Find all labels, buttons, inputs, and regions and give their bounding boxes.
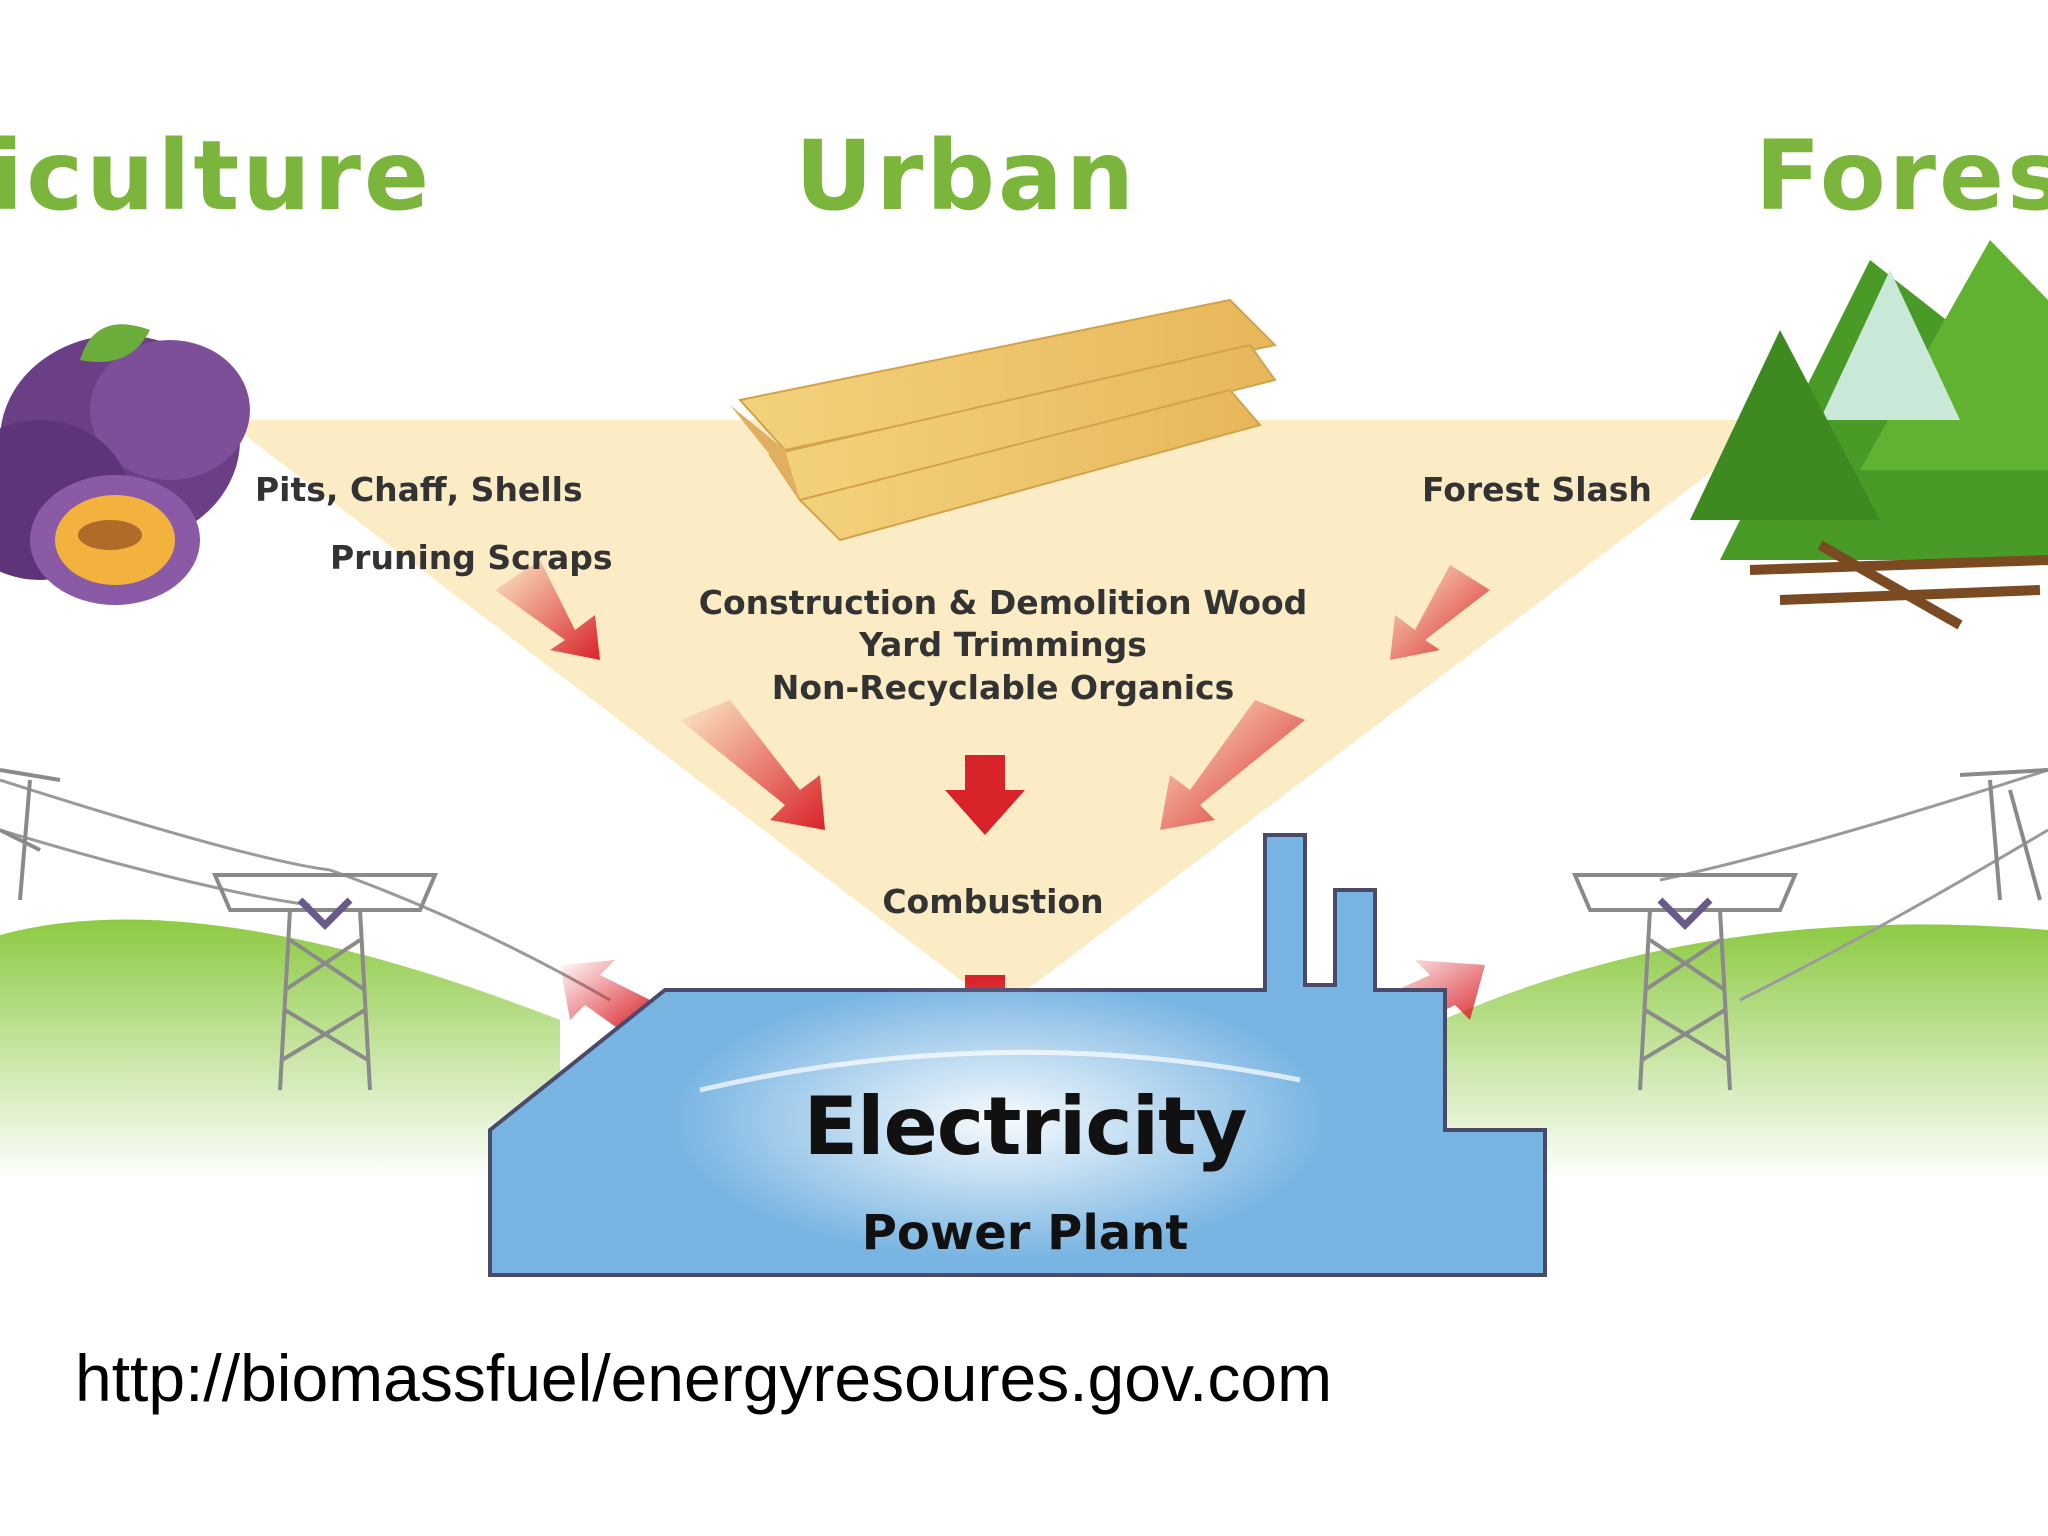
source-url: http://biomassfuel/energyresoures.gov.co… [75,1341,1333,1415]
label-pits-chaff-shells: Pits, Chaff, Shells [255,470,583,509]
tower-right [1571,768,2048,1091]
label-yard-trimmings: Yard Trimmings [859,625,1147,664]
electricity-title: Electricity [803,1080,1247,1173]
plum-illustration [0,324,250,605]
label-combustion: Combustion [882,882,1104,921]
power-plant-shape [488,833,1547,1277]
wood-planks [730,298,1278,542]
category-agriculture: riculture [0,120,433,232]
tower-left [0,768,439,1091]
category-forest: Fores [1755,120,2048,232]
tree-illustration [1690,240,2048,630]
label-pruning-scraps: Pruning Scraps [330,538,613,577]
right-hill [1420,924,2048,1180]
label-forest-slash: Forest Slash [1422,470,1652,509]
label-non-recyclable: Non-Recyclable Organics [771,668,1235,707]
left-hill [0,919,560,1180]
power-plant-label: Power Plant [861,1205,1189,1261]
category-urban: Urban [795,120,1138,232]
label-construction-wood: Construction & Demolition Wood [698,583,1308,622]
funnel-shape [225,420,1780,1010]
